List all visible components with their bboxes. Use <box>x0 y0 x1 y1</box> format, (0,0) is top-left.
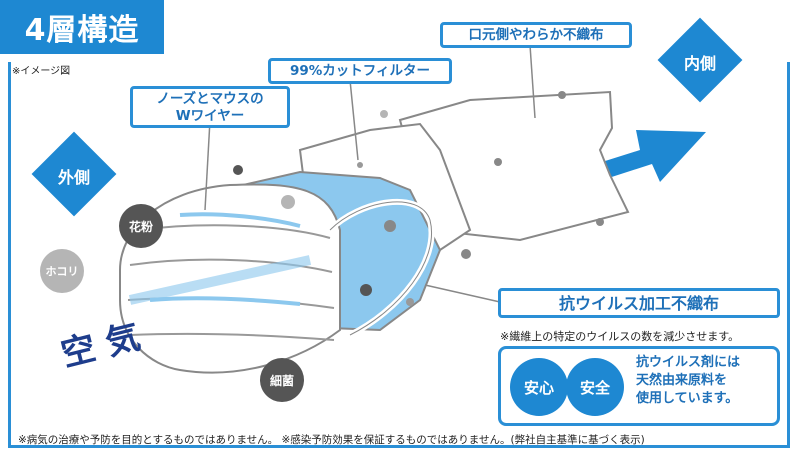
particle <box>357 162 363 168</box>
ear-loop-outline <box>329 201 432 336</box>
particle <box>461 249 471 259</box>
wire-callout-line2: Wワイヤー <box>175 108 245 124</box>
mouth-wire <box>149 296 301 306</box>
inner-nonwoven-callout: 口元側やわらか不織布 <box>440 22 632 48</box>
particle <box>596 218 604 226</box>
mask-pleat <box>129 258 333 273</box>
safety-text-line2: 天然由来原料を <box>636 373 728 388</box>
safety-text: 抗ウイルス剤には 天然由来原料を 使用しています。 <box>636 354 740 408</box>
dust-label: ホコリ <box>45 265 79 278</box>
wire-callout-line1: ノーズとマウスの <box>156 91 264 107</box>
safety-badge-right: 安全 <box>566 358 624 416</box>
safety-text-line1: 抗ウイルス剤には <box>636 355 741 370</box>
bacteria-label: 細菌 <box>269 374 294 388</box>
wire-leader <box>204 119 211 211</box>
filter-callout: 99%カットフィルター <box>268 58 452 84</box>
outer-side-label: 外側 <box>57 168 90 187</box>
particle <box>360 284 372 296</box>
mask-pleat <box>129 332 335 341</box>
wire-callout: ノーズとマウスの Wワイヤー <box>130 86 290 128</box>
dust-particle <box>40 249 84 293</box>
safety-text-line3: 使用しています。 <box>636 391 739 406</box>
particle <box>494 158 502 166</box>
filter-leader <box>349 79 359 161</box>
inner-leader <box>529 44 536 119</box>
particle <box>380 110 388 118</box>
antiviral-note: ※繊維上の特定のウイルスの数を減少させます。 <box>500 330 740 343</box>
particle <box>384 220 396 232</box>
antiviral-callout: 抗ウイルス加工不織布 <box>498 288 780 318</box>
bacteria-particle <box>260 358 304 402</box>
pollen-label: 花粉 <box>128 220 153 234</box>
particle <box>281 195 295 209</box>
image-note: ※イメージ図 <box>12 66 71 77</box>
title-banner: 4層構造 <box>0 0 164 54</box>
pollen-particle <box>119 204 163 248</box>
particle <box>233 165 243 175</box>
inner-side-label: 内側 <box>683 54 716 73</box>
safety-badge-left: 安心 <box>510 358 568 416</box>
antiviral-leader <box>424 284 501 303</box>
particle <box>558 91 566 99</box>
nose-wire <box>179 212 301 228</box>
footer-note: ※病気の治療や予防を目的とするものではありません。 ※感染予防効果を保証するもの… <box>18 434 645 446</box>
air-arrow <box>128 255 312 305</box>
particle <box>406 298 414 306</box>
